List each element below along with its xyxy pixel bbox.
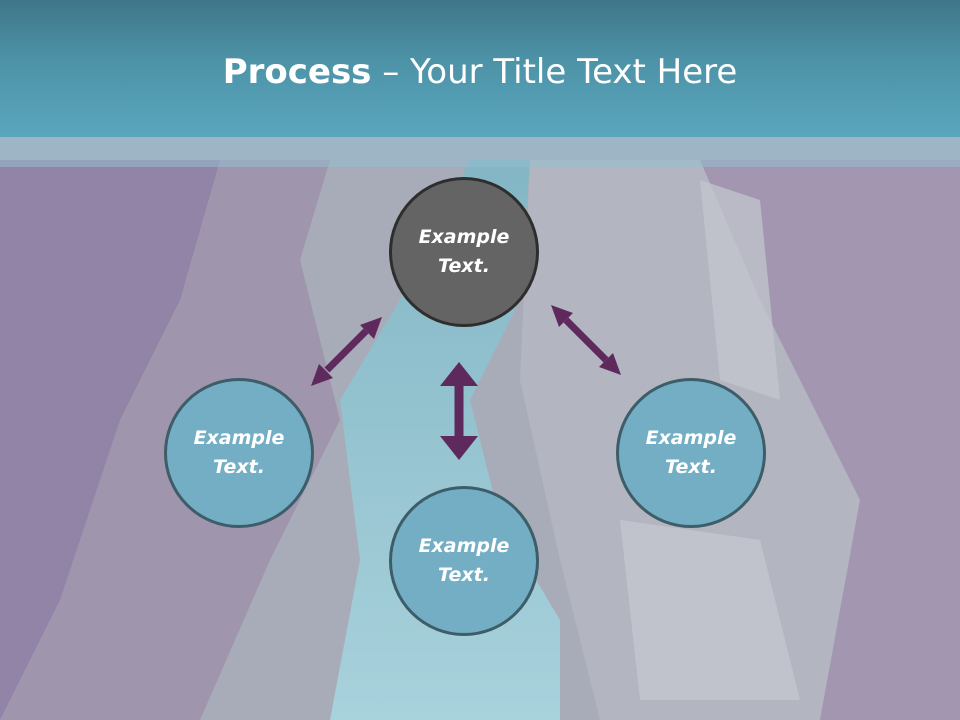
node-right-text: Example Text. [645,427,737,478]
node-left-text: Example Text. [193,427,285,478]
title-rest: – Your Title Text Here [371,52,738,92]
process-node-left: Example Text. [164,378,314,528]
slide-title: Process – Your Title Text Here [0,52,960,92]
process-node-top: Example Text. [389,177,539,327]
header-bar [0,0,960,137]
node-bottom-text: Example Text. [418,535,510,586]
header-band [0,137,960,167]
process-node-bottom: Example Text. [389,486,539,636]
node-top-text: Example Text. [418,226,510,277]
process-node-right: Example Text. [616,378,766,528]
title-bold: Process [222,52,372,92]
